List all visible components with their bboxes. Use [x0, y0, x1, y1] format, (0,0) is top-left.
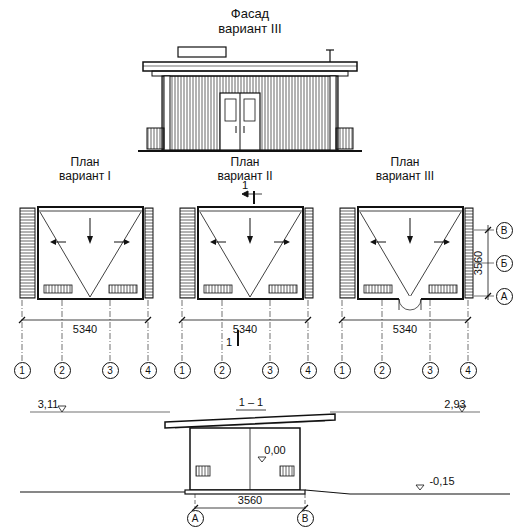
level-mark: -0,15: [429, 475, 454, 488]
section-title: 1 – 1: [239, 396, 263, 409]
axis-label: 1: [339, 365, 345, 376]
axis-lines: [19, 300, 151, 361]
axis-bubble: 1: [334, 362, 351, 379]
axis-label: А: [192, 513, 199, 524]
axis-label: 2: [219, 365, 225, 376]
axis-bubble: 2: [214, 362, 231, 379]
axis-lines: [339, 300, 471, 361]
level-mark: 2,93: [444, 398, 465, 411]
axis-bubble: 3: [102, 362, 119, 379]
axis-label: 1: [179, 365, 185, 376]
axis-label: 4: [305, 365, 311, 376]
axis-bubble: 2: [374, 362, 391, 379]
axis-label: А: [501, 291, 508, 302]
axis-label: 3: [107, 365, 113, 376]
dimension: 3560: [238, 494, 262, 507]
plan-variant-1: [20, 207, 153, 299]
axis-label: 4: [145, 365, 151, 376]
axis-bubble: 1: [174, 362, 191, 379]
axis-label: В: [501, 225, 508, 236]
facade-title: Фасад вариант III: [215, 7, 285, 37]
axis-bubble: А: [496, 288, 513, 305]
axis-bubble: В: [297, 510, 314, 527]
axis-bubble: 4: [460, 362, 477, 379]
axis-bubble: В: [496, 222, 513, 239]
plan-heading: План вариант III: [372, 156, 438, 184]
axis-label: Б: [501, 258, 508, 269]
axis-label: 2: [59, 365, 65, 376]
dimension: 5340: [73, 323, 97, 336]
section-1-1: [20, 406, 510, 511]
axis-label: 2: [379, 365, 385, 376]
axis-bubble: 2: [54, 362, 71, 379]
section-mark: 1: [242, 179, 248, 192]
dimension: 5340: [393, 323, 417, 336]
plan-variant-2: [180, 207, 313, 299]
axis-label: 3: [267, 365, 273, 376]
axis-label: В: [302, 513, 309, 524]
axis-bubble: 3: [422, 362, 439, 379]
axis-label: 3: [427, 365, 433, 376]
axis-bubble: 4: [300, 362, 317, 379]
axis-label: 4: [465, 365, 471, 376]
axis-lines: [179, 300, 311, 361]
axis-bubble: 4: [140, 362, 157, 379]
axis-bubble: А: [187, 510, 204, 527]
dimension: 3560: [472, 251, 485, 275]
axis-bubble: 3: [262, 362, 279, 379]
facade: [138, 47, 362, 151]
axis-label: 1: [19, 365, 25, 376]
axis-bubble: Б: [496, 255, 513, 272]
section-mark: 1: [226, 336, 232, 349]
dimension: 5340: [233, 323, 257, 336]
level-mark: 0,00: [264, 444, 285, 457]
level-mark: 3,11: [38, 398, 59, 411]
axis-bubble: 1: [14, 362, 31, 379]
door-variant-3: [399, 296, 421, 310]
plan-heading: План вариант I: [52, 156, 118, 184]
plan-variant-3: [340, 207, 473, 299]
